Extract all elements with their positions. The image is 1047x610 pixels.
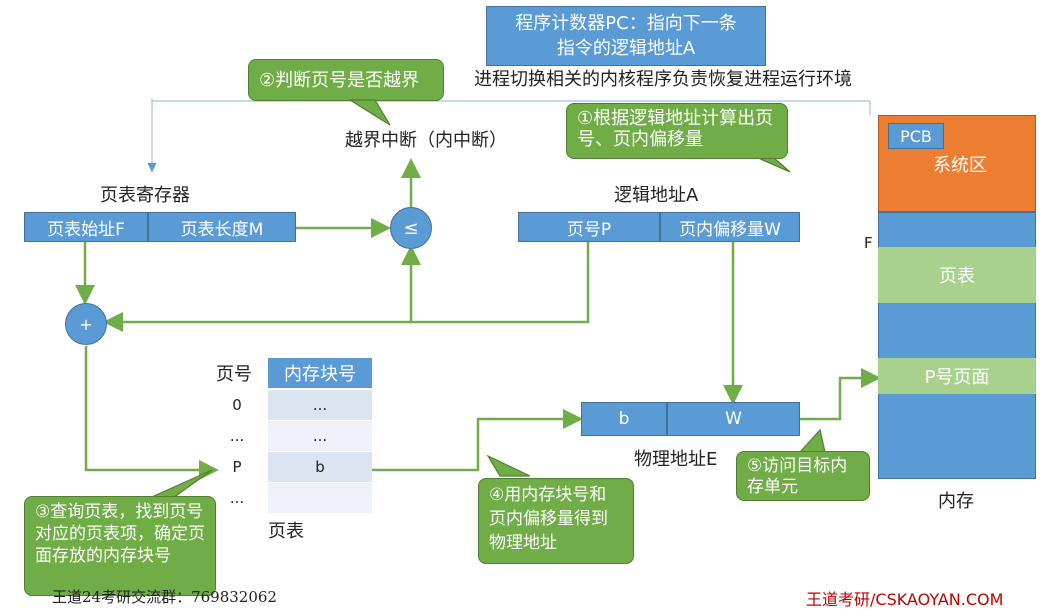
table-row: 0 ... xyxy=(206,390,372,421)
callout-step1: ①根据逻辑地址计算出页号、页内偏移量 xyxy=(566,103,788,159)
system-area-label: 系统区 xyxy=(933,155,987,176)
block-cell: ... xyxy=(268,390,372,421)
block-cell: ... xyxy=(268,421,372,452)
page-no-cell: ... xyxy=(229,489,245,507)
line-page-no xyxy=(103,242,590,332)
table-row: P b xyxy=(206,452,372,483)
table-row: ... xyxy=(206,483,372,513)
memory-page-table: 页表 xyxy=(878,247,1036,303)
memory-caption: 内存 xyxy=(938,491,974,512)
arrow-physical-to-memory xyxy=(800,368,881,421)
table-row: ... ... xyxy=(206,421,372,452)
footer-left: 王道24考研交流群：769832062 xyxy=(52,588,277,606)
pc-box: 程序计数器PC：指向下一条 指令的逻辑地址A xyxy=(486,6,766,66)
page-no-cell: ... xyxy=(229,427,245,445)
page-no-cell: 0 xyxy=(232,396,242,414)
physical-b-cell: b xyxy=(581,402,667,436)
block-cell xyxy=(268,483,372,513)
arrow-b-to-physical xyxy=(372,409,583,472)
register-length-cell: 页表长度M xyxy=(148,212,296,242)
physical-w-cell: W xyxy=(667,402,800,436)
page-table-register-title: 页表寄存器 xyxy=(100,185,190,206)
page-no-cell: P xyxy=(232,458,242,476)
callout-step4: ④用内存块号和页内偏移量得到物理地址 xyxy=(478,478,634,564)
register-start-cell: 页表始址F xyxy=(24,212,148,242)
page-table-caption: 页表 xyxy=(268,521,304,542)
arrow-add-to-row xyxy=(84,346,219,480)
page-table-col-block: 内存块号 xyxy=(268,358,372,388)
logical-offset-cell: 页内偏移量W xyxy=(660,212,800,242)
callout-step3: ③查询页表，找到页号对应的页表项，确定页面存放的内存块号 xyxy=(24,496,216,596)
callout-step2: ②判断页号是否越界 xyxy=(248,59,444,101)
process-switch-note: 进程切换相关的内核程序负责恢复进程运行环境 xyxy=(474,69,852,90)
compare-node: ≤ xyxy=(390,207,432,249)
page-table-col-page: 页号 xyxy=(216,364,252,385)
callout-step5: ⑤访问目标内存单元 xyxy=(736,451,870,501)
add-node: + xyxy=(65,303,107,345)
logical-address-title: 逻辑地址A xyxy=(614,185,699,206)
memory-f-label: F xyxy=(864,234,873,252)
footer-right: 王道考研/CSKAOYAN.COM xyxy=(806,590,1004,609)
logical-page-no-cell: 页号P xyxy=(518,212,660,242)
pcb-box: PCB xyxy=(888,123,944,149)
memory-block: 页表 P号页面 xyxy=(878,115,1036,479)
memory-p-page: P号页面 xyxy=(878,358,1036,394)
overflow-interrupt-label: 越界中断（内中断） xyxy=(345,130,507,151)
block-cell: b xyxy=(268,452,372,483)
page-table: 0 ... ... ... P b ... xyxy=(206,390,372,513)
physical-address-title: 物理地址E xyxy=(634,449,718,470)
